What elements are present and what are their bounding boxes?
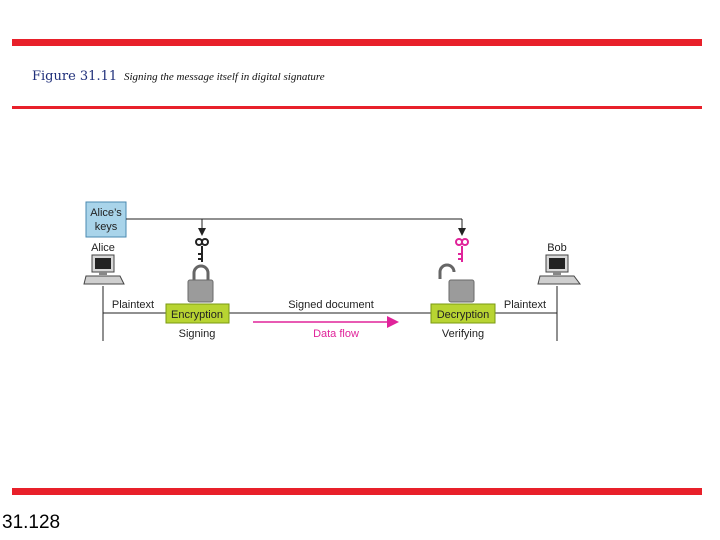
decryption-label: Decryption xyxy=(437,309,490,321)
data-flow-label: Data flow xyxy=(313,328,359,340)
top-red-bar xyxy=(12,39,702,46)
public-key-icon xyxy=(455,238,469,262)
bob-computer-icon xyxy=(537,254,581,285)
closed-lock-icon xyxy=(187,264,214,303)
signed-document-label: Signed document xyxy=(288,299,374,311)
verifying-label: Verifying xyxy=(442,328,484,340)
sender-label: Alice xyxy=(91,242,115,254)
encryption-label: Encryption xyxy=(171,309,223,321)
open-lock-icon xyxy=(438,263,475,303)
signing-label: Signing xyxy=(179,328,216,340)
figure-caption: Signing the message itself in digital si… xyxy=(124,71,325,83)
page-number: 31.128 xyxy=(2,512,61,533)
receiver-label: Bob xyxy=(547,242,567,254)
figure-label: Figure 31.11 xyxy=(32,69,118,84)
alice-computer-icon xyxy=(83,254,125,285)
keys-box xyxy=(85,201,127,238)
plaintext-left-label: Plaintext xyxy=(112,299,154,311)
keys-box-line2: keys xyxy=(95,221,118,233)
bottom-red-bar xyxy=(12,488,702,495)
keys-box-line1: Alice’s xyxy=(90,207,122,219)
encryption-box xyxy=(165,303,230,324)
plaintext-right-label: Plaintext xyxy=(504,299,546,311)
decryption-box xyxy=(430,303,496,324)
caption-rule xyxy=(12,106,702,109)
private-key-icon xyxy=(195,238,209,262)
